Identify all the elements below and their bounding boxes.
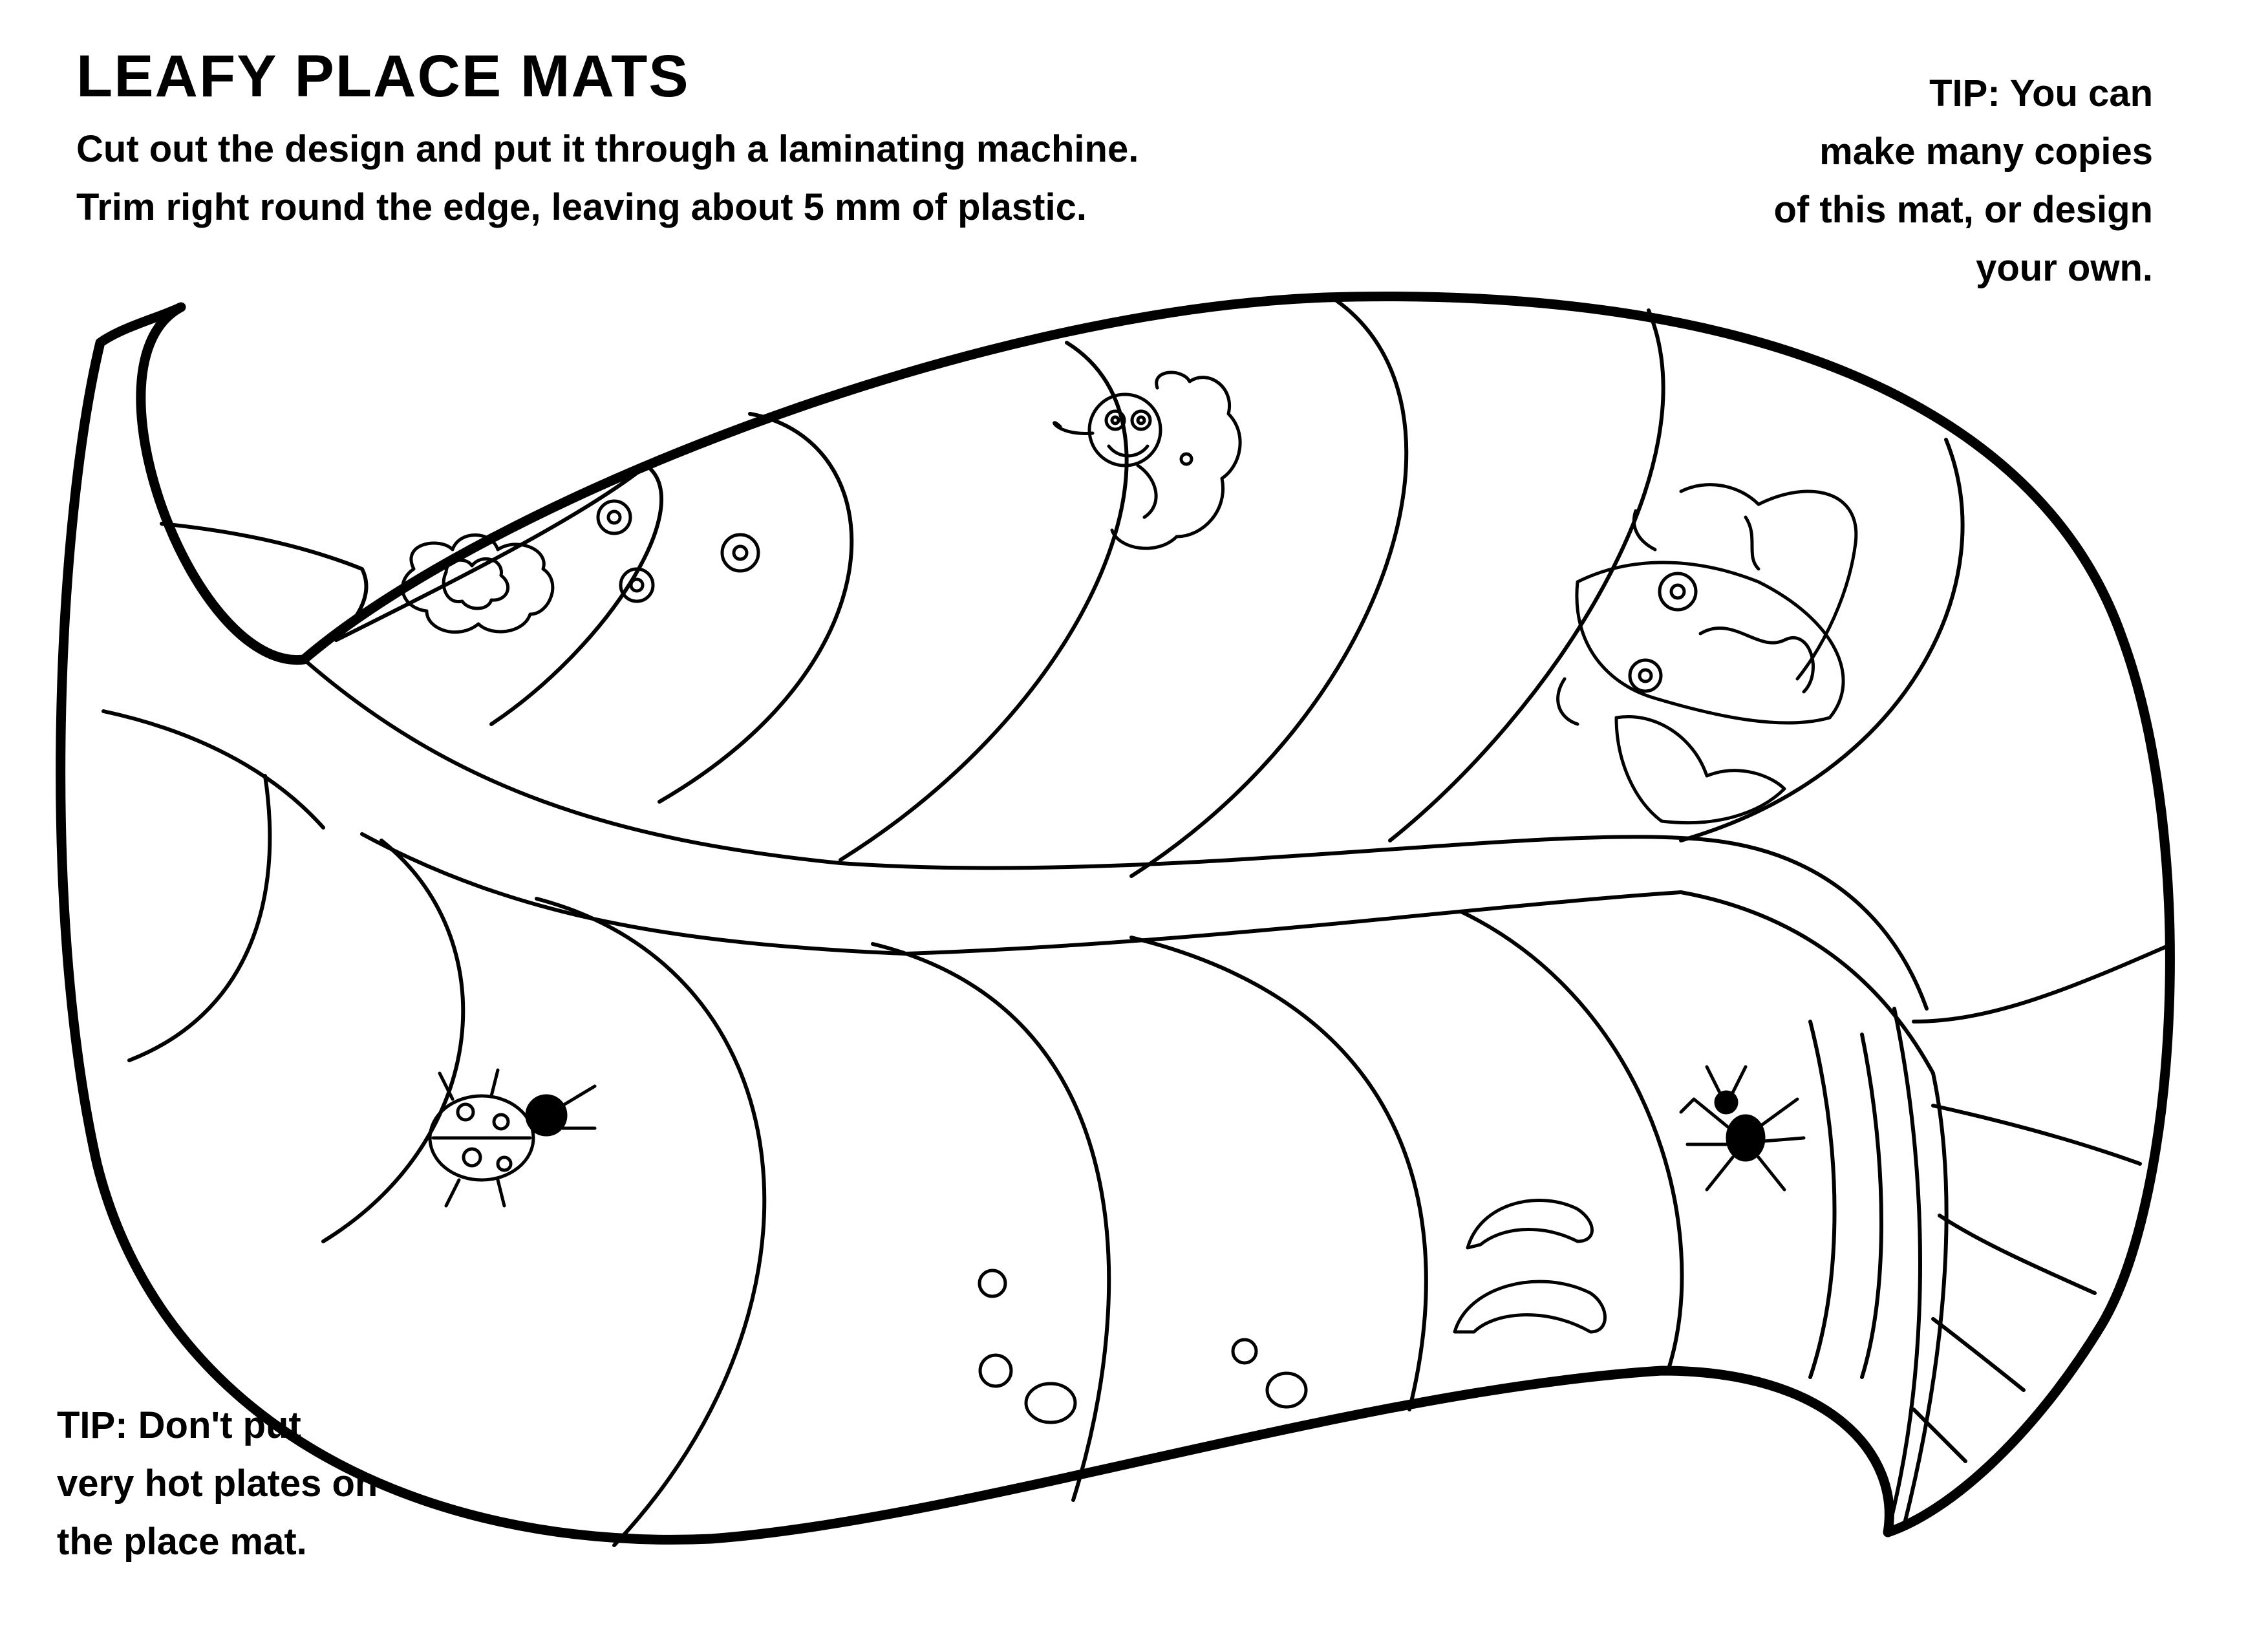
vein [1860,1033,1883,1379]
tip-line: make many copies [1819,131,2153,173]
tip-line: TIP: You can [1929,72,2153,114]
vein [658,412,854,804]
title-text: LEAFY PLACE MATS [76,43,690,109]
vein [160,522,369,642]
crescent-shape [1466,1199,1594,1250]
leaf-outline [56,291,2175,1545]
tip-line: of this mat, or design [1773,189,2154,231]
tip-line: your own. [1976,247,2153,289]
flower-shape [720,533,760,573]
vein [1129,936,1428,1411]
instructions: Cut out the design and put it through a … [76,120,1139,237]
midrib-upper [302,658,1929,1011]
vein [1388,308,1665,842]
midrib-lower [360,832,1935,1075]
vein [1912,1408,1967,1463]
flower-shape [596,499,632,535]
bubble-shape [1024,1382,1077,1424]
bubble-shape [978,1353,1013,1388]
vein [1938,1214,2097,1295]
vein [871,942,1111,1502]
vein [334,464,664,726]
vein [127,774,272,1062]
flower-shape [629,577,645,593]
tip-top-right: TIP: You can make many copies of this ma… [1774,65,2154,297]
crescent-shape [1453,1280,1607,1334]
butterfly-icon [1556,483,1858,824]
flower-shape [442,557,510,610]
instruction-line: Trim right round the edge, leaving about… [76,186,1087,228]
flower-shape [401,533,555,634]
vein [1808,1020,1837,1379]
spider-icon [1679,1065,1806,1192]
page-title: LEAFY PLACE MATS [76,47,690,106]
flower-shape [732,544,749,561]
ladybird-icon [428,1068,597,1208]
stem-line [1902,1071,1949,1528]
tip-line: the place mat. [57,1521,307,1563]
vein [535,897,767,1547]
bubble-shape [1265,1371,1308,1409]
vein [1912,942,2174,1023]
flower-shape [606,509,622,525]
vein [1459,910,1684,1373]
caterpillar-icon [1053,370,1242,550]
instruction-line: Cut out the design and put it through a … [76,128,1139,170]
vein [839,341,1129,862]
bubble-shape [1231,1338,1258,1365]
vein [1931,1104,2142,1166]
flower-shape [619,567,655,603]
vein [321,839,465,1243]
vein [1931,1317,2026,1392]
tip-line: very hot plates on [57,1462,378,1505]
vein [102,709,325,830]
vein [1129,295,1409,878]
bubble-shape [978,1269,1007,1298]
stem-line [1886,1007,1922,1534]
vein [1679,438,1965,842]
